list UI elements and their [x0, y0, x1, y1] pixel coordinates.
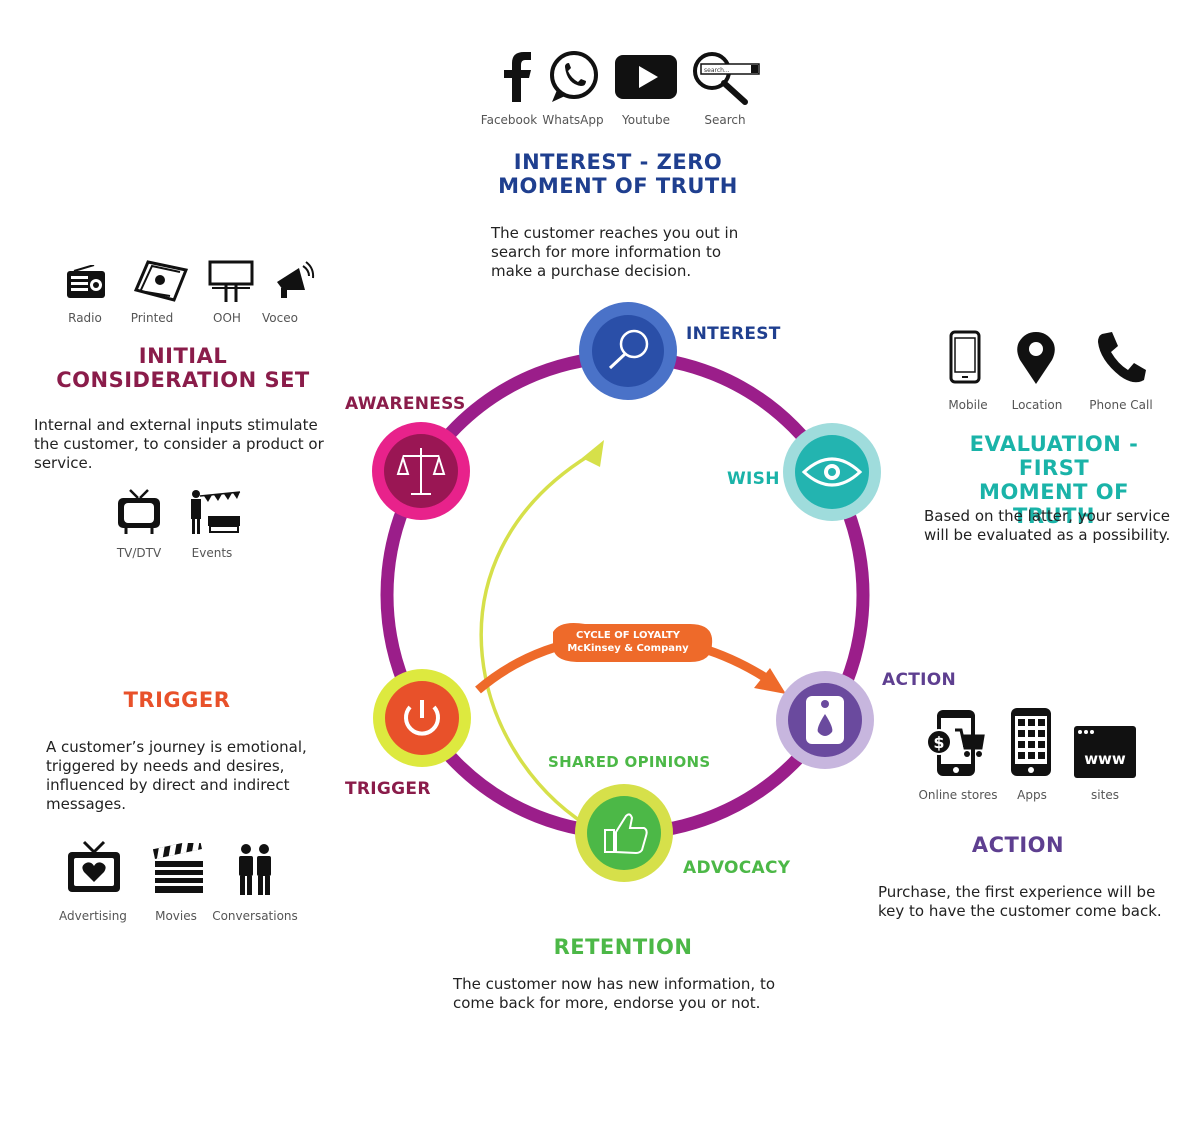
first-moment-heading: EVALUATION - FIRST MOMENT OF TRUTH	[936, 432, 1172, 528]
facebook-icon	[504, 52, 531, 102]
radio-label: Radio	[68, 311, 102, 325]
online-stores-label: Online stores	[918, 788, 998, 802]
conversations-icon	[239, 844, 271, 895]
phone-call-label: Phone Call	[1089, 398, 1153, 412]
youtube-icon	[615, 55, 677, 99]
initial-heading-line1: INITIAL	[138, 344, 228, 368]
svg-text:www: www	[1084, 750, 1126, 768]
events-icon	[191, 490, 241, 534]
svg-text:search...: search...	[704, 67, 730, 74]
search-icon: search...	[693, 52, 760, 105]
scales-icon	[396, 448, 446, 495]
zero-moment-heading-line2: MOMENT OF TRUTH	[498, 174, 738, 198]
node-action	[776, 671, 874, 769]
movies-label: Movies	[155, 909, 197, 923]
thumbs-up-icon	[604, 829, 615, 853]
action-heading: ACTION	[971, 833, 1065, 857]
node-label-action: ACTION	[882, 670, 957, 690]
ooh-icon	[208, 260, 254, 302]
node-label-interest: INTEREST	[686, 324, 781, 344]
location-label: Location	[1011, 398, 1063, 412]
tv-icon	[118, 489, 160, 534]
zero-moment-heading: INTEREST - ZERO MOMENT OF TRUTH	[470, 150, 766, 198]
tv-label: TV/DTV	[116, 546, 162, 560]
mobile-label: Mobile	[948, 398, 988, 412]
first-moment-heading-line2: MOMENT OF TRUTH	[979, 480, 1129, 528]
advocacy-arrow	[479, 453, 599, 834]
youtube-label: Youtube	[622, 113, 670, 127]
facebook-label: Facebook	[480, 113, 538, 127]
printed-icon	[134, 260, 188, 302]
conversations-label: Conversations	[212, 909, 298, 923]
node-wish	[783, 423, 881, 521]
loyalty-banner	[553, 623, 713, 662]
radio-icon	[67, 265, 105, 298]
trigger-description: A customer’s journey is emotional, trigg…	[46, 738, 307, 813]
ooh-label: OOH	[213, 311, 241, 325]
initial-consideration-description: Internal and external inputs stimulate t…	[34, 416, 324, 472]
events-label: Events	[191, 546, 233, 560]
svg-text:$: $	[933, 733, 944, 752]
node-label-trigger: TRIGGER	[345, 779, 431, 799]
sites-icon: www	[1074, 726, 1136, 778]
first-moment-description: Based on the latter, your service will b…	[924, 507, 1171, 544]
advertising-label: Advertising	[59, 909, 127, 923]
node-interest	[579, 302, 677, 400]
whatsapp-label: WhatsApp	[542, 113, 604, 127]
sites-label: sites	[1091, 788, 1119, 802]
node-label-advocacy: ADVOCACY	[683, 858, 791, 878]
advocacy-arrowhead	[582, 440, 604, 467]
online-stores-icon: $	[926, 710, 985, 776]
apps-label: Apps	[1017, 788, 1047, 802]
search-label: Search	[704, 113, 746, 127]
zero-moment-heading-line1: INTEREST - ZERO	[513, 150, 723, 174]
node-label-awareness: AWARENESS	[345, 394, 466, 414]
node-label-wish: WISH	[727, 469, 780, 489]
initial-consideration-heading: INITIAL CONSIDERATION SET	[40, 344, 326, 392]
magnifier-icon	[619, 329, 649, 359]
eye-icon	[801, 457, 863, 487]
advertising-icon	[68, 840, 120, 892]
first-moment-heading-line1: EVALUATION - FIRST	[969, 432, 1139, 480]
node-advocacy	[575, 784, 673, 882]
zero-moment-description: The customer reaches you out in search f…	[491, 224, 739, 280]
retention-description: The customer now has new information, to…	[453, 975, 776, 1012]
voceo-icon	[277, 261, 315, 298]
power-icon	[404, 705, 440, 736]
node-trigger	[373, 669, 471, 767]
loyalty-arrowhead	[754, 668, 786, 694]
node-awareness	[372, 422, 470, 520]
loyalty-line1: CYCLE OF LOYALTY	[576, 630, 681, 641]
voceo-label: Voceo	[262, 311, 298, 325]
loyalty-line2: McKinsey & Company	[567, 643, 689, 654]
location-icon	[1017, 332, 1055, 384]
printed-label: Printed	[130, 311, 174, 325]
initial-heading-line2: CONSIDERATION SET	[56, 368, 310, 392]
trigger-heading: TRIGGER	[123, 688, 231, 712]
mobile-icon	[949, 330, 981, 384]
shared-opinions-label: SHARED OPINIONS	[548, 753, 711, 771]
phone-icon	[1098, 332, 1146, 383]
whatsapp-icon	[550, 51, 598, 102]
apps-icon	[1011, 708, 1051, 776]
movies-icon	[153, 843, 203, 893]
action-description: Purchase, the first experience will be k…	[878, 883, 1162, 920]
retention-heading: RETENTION	[553, 935, 693, 959]
